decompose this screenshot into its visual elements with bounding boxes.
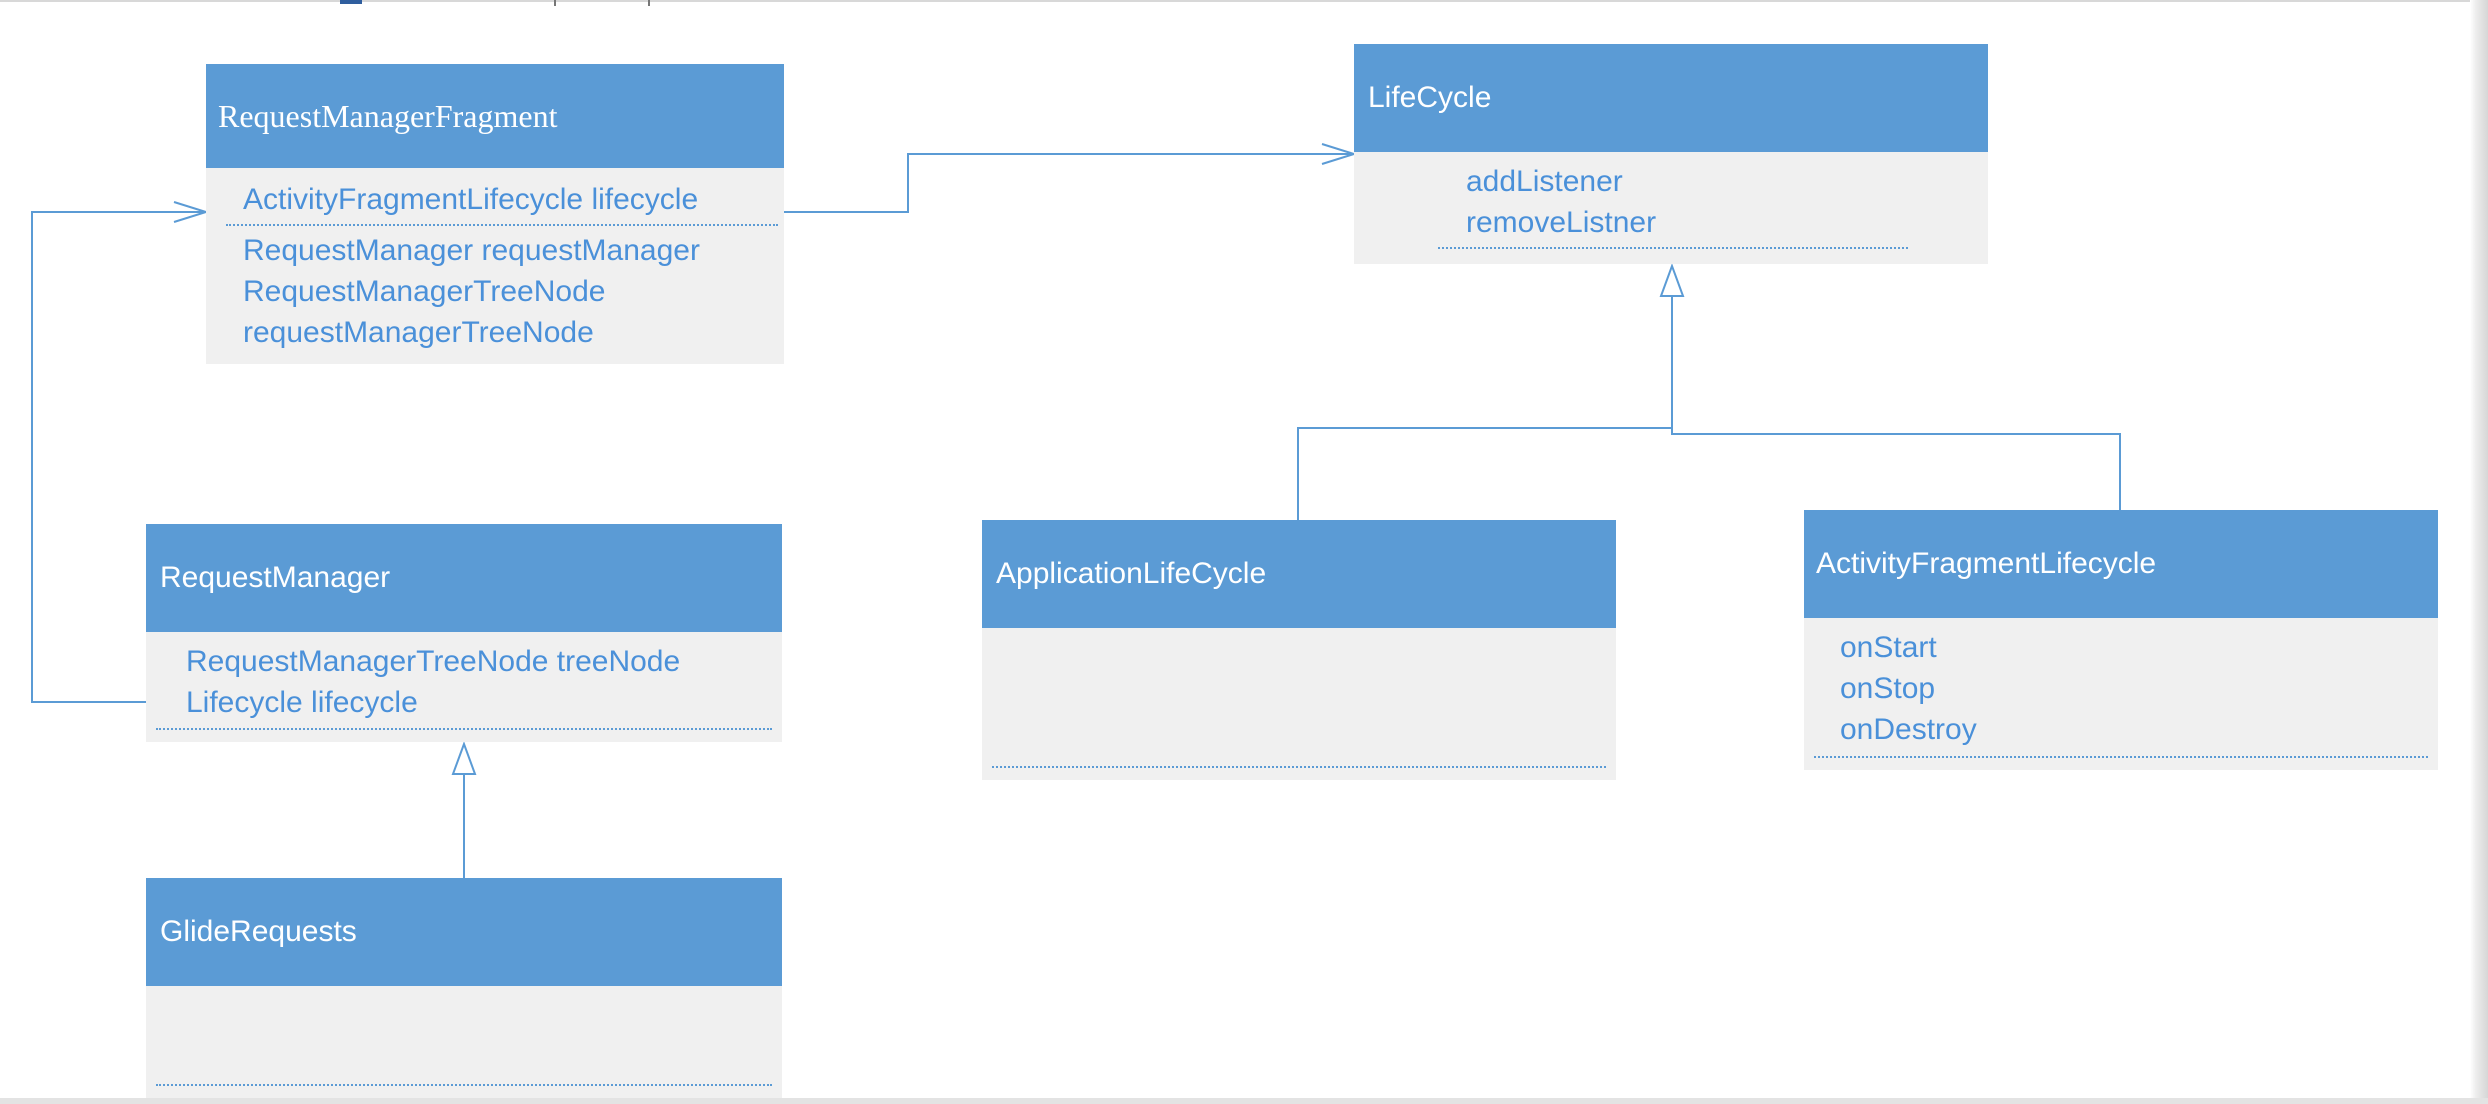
class-member[interactable]: onStop (1840, 672, 1936, 705)
class-header[interactable]: RequestManagerFragment (206, 64, 784, 168)
class-title: RequestManagerFragment (218, 97, 558, 134)
class-member[interactable]: requestManagerTreeNode (243, 316, 594, 349)
class-header[interactable]: ApplicationLifeCycle (982, 520, 1616, 628)
class-title: LifeCycle (1368, 81, 1492, 114)
class-member[interactable]: onDestroy (1840, 713, 1977, 746)
member-separator (156, 1084, 772, 1086)
class-title: ActivityFragmentLifecycle (1816, 547, 2157, 580)
window-bottom-border (0, 1098, 2488, 1104)
class-header[interactable]: LifeCycle (1354, 44, 1988, 152)
tab-indicator (340, 0, 362, 4)
class-title: ApplicationLifeCycle (996, 557, 1267, 590)
class-member[interactable]: ActivityFragmentLifecycle lifecycle (243, 183, 699, 216)
class-member[interactable]: RequestManagerTreeNode treeNode (186, 645, 681, 678)
class-header[interactable]: ActivityFragmentLifecycle (1804, 510, 2438, 618)
member-separator (1814, 756, 2428, 758)
class-member[interactable]: RequestManager requestManager (243, 234, 700, 267)
lifecycle-inheritance-triangle (1659, 263, 1685, 297)
vertical-scrollbar[interactable] (2470, 0, 2488, 1104)
ruler-tick (554, 0, 556, 6)
class-lifecycle[interactable]: LifeCycle addListener removeListner (1354, 44, 1988, 264)
window-top-border (0, 0, 2488, 2)
class-member[interactable]: RequestManagerTreeNode (243, 275, 606, 308)
ruler-tick (648, 0, 650, 6)
member-separator (156, 728, 772, 730)
request-manager-inheritance-triangle (451, 741, 477, 775)
class-title: GlideRequests (160, 915, 357, 948)
class-glide-requests[interactable]: GlideRequests (146, 878, 782, 1098)
class-title: RequestManager (160, 561, 391, 594)
class-member[interactable]: addListener (1466, 165, 1623, 198)
manager-to-fragment-connector (31, 211, 204, 703)
class-activity-fragment-lifecycle[interactable]: ActivityFragmentLifecycle onStart onStop… (1804, 510, 2438, 770)
class-member[interactable]: Lifecycle lifecycle (186, 686, 418, 719)
class-header[interactable]: RequestManager (146, 524, 782, 632)
fragment-to-lifecycle-connector (784, 153, 1352, 213)
class-member[interactable]: onStart (1840, 631, 1937, 664)
member-separator (1438, 247, 1908, 249)
class-header[interactable]: GlideRequests (146, 878, 782, 986)
class-member[interactable]: removeListner (1466, 206, 1657, 239)
class-request-manager[interactable]: RequestManager RequestManagerTreeNode tr… (146, 524, 782, 742)
application-lifecycle-generalization (1297, 296, 1673, 520)
class-application-lifecycle[interactable]: ApplicationLifeCycle (982, 520, 1616, 780)
member-separator (992, 766, 1606, 768)
member-separator (226, 224, 778, 226)
activity-fragment-lifecycle-generalization (1671, 296, 2121, 510)
class-request-manager-fragment[interactable]: RequestManagerFragment ActivityFragmentL… (206, 64, 784, 364)
